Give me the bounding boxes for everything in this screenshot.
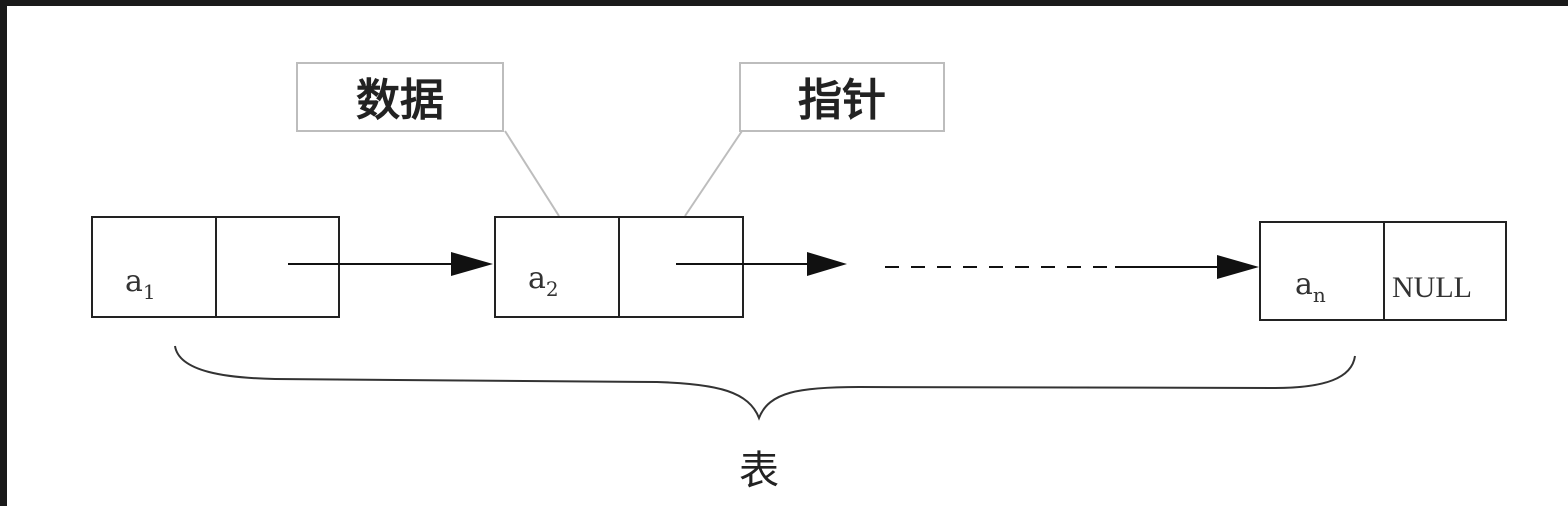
node-a1-pointer-field xyxy=(215,216,340,318)
node-a1: a1 xyxy=(91,216,340,318)
node-an-label: an xyxy=(1295,267,1326,307)
node-a2-pointer-field xyxy=(618,216,744,318)
callout-pointer-leader xyxy=(684,130,743,217)
linked-list-diagram: 数据 指针 a1 a2 an NULL xyxy=(91,62,1507,494)
table-label: 表 xyxy=(739,448,779,494)
arrow-a2-out xyxy=(676,252,847,276)
arrow-a2-out-head xyxy=(807,252,847,276)
callout-data: 数据 xyxy=(296,62,560,217)
node-an-pointer-field xyxy=(1383,221,1507,321)
node-a2-data-field xyxy=(494,216,620,318)
table-brace xyxy=(174,345,1356,421)
callout-pointer: 指针 xyxy=(684,62,945,217)
callout-data-leader xyxy=(504,130,560,217)
node-a2: a2 xyxy=(494,216,744,318)
node-an-data-field xyxy=(1259,221,1385,321)
null-pointer-text: NULL xyxy=(1392,271,1472,304)
diagram-frame: 数据 指针 a1 a2 an NULL xyxy=(7,6,1568,506)
arrow-to-an xyxy=(1115,255,1259,279)
node-a2-label: a2 xyxy=(528,261,559,301)
arrow-to-an-head xyxy=(1217,255,1259,279)
arrow-a1-a2 xyxy=(288,252,493,276)
arrow-a1-a2-head xyxy=(451,252,493,276)
node-a1-data-field xyxy=(91,216,217,318)
callout-pointer-text: 指针 xyxy=(798,75,886,126)
callout-data-text: 数据 xyxy=(356,75,444,126)
node-a1-label: a1 xyxy=(125,264,156,304)
callout-pointer-box xyxy=(739,62,945,132)
node-an: an NULL xyxy=(1259,221,1507,321)
callout-data-box xyxy=(296,62,504,132)
